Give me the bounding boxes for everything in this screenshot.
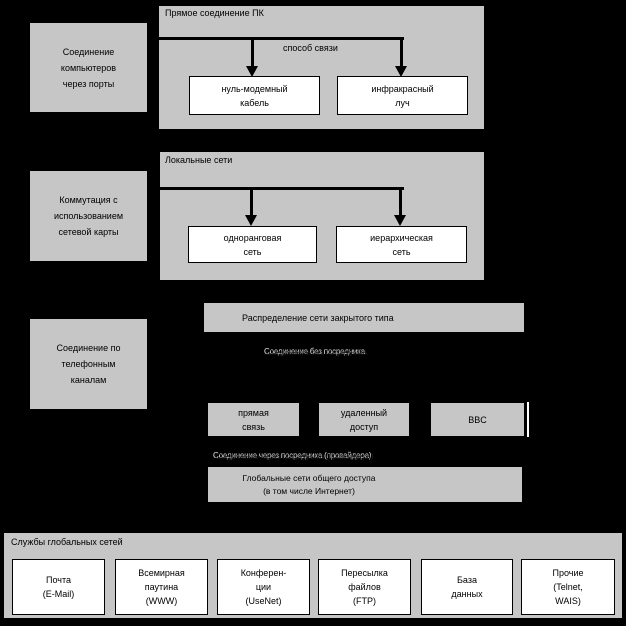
option-bbc: BBC xyxy=(430,402,525,437)
option-remote-access: удаленный доступ xyxy=(318,402,410,437)
arrow-down-icon xyxy=(246,66,258,77)
branch-drop-left xyxy=(251,37,254,66)
white-tick xyxy=(527,402,529,437)
arrow-down-icon xyxy=(245,215,257,226)
branch-line-lan xyxy=(148,187,404,190)
arrow-down-icon xyxy=(394,215,406,226)
service-email: Почта (E-Mail) xyxy=(12,559,105,615)
box-peer-network: одноранговая сеть xyxy=(188,226,317,263)
service-other: Прочие (Telnet, WAIS) xyxy=(521,559,615,615)
branch-line-direct xyxy=(148,37,404,40)
service-database: База данных xyxy=(421,559,513,615)
label-via-mediator-under: Соединение через посредника (провайдера) xyxy=(213,451,372,460)
box-hierarchical-network: иерархическая сеть xyxy=(336,226,467,263)
box-infrared-beam: инфракрасный луч xyxy=(337,76,468,115)
label-no-mediator-under: Соединение без посредника xyxy=(264,347,365,356)
branch-drop-right xyxy=(400,37,403,66)
panel-services-title: Службы глобальных сетей xyxy=(11,537,123,547)
left-box-network-card: Коммутация с использованием сетевой карт… xyxy=(29,170,148,262)
panel-global-services xyxy=(3,532,623,619)
service-usenet: Конферен- ции (UseNet) xyxy=(217,559,310,615)
branch-label: способ связи xyxy=(283,43,338,53)
service-ftp: Пересылка файлов (FTP) xyxy=(318,559,411,615)
label-via-mediator-over: Соединение через посредника (провайдера) xyxy=(215,452,374,461)
bar-closed-network: Распределение сети закрытого типа xyxy=(203,302,525,333)
service-www: Всемирная паутина (WWW) xyxy=(115,559,208,615)
arrow-down-icon xyxy=(395,66,407,77)
label-no-mediator-over: Соединение без посредника xyxy=(266,348,367,357)
branch-drop-right xyxy=(399,187,402,215)
panel-direct-title: Прямое соединение ПК xyxy=(165,8,264,18)
bar-global-networks: Глобальные сети общего доступа (в том чи… xyxy=(207,466,523,503)
panel-lan-title: Локальные сети xyxy=(165,155,233,165)
option-direct-link: прямая связь xyxy=(207,402,300,437)
left-box-ports: Соединение компьютеров через порты xyxy=(29,22,148,113)
box-null-modem-cable: нуль-модемный кабель xyxy=(189,76,320,115)
branch-drop-left xyxy=(250,187,253,215)
left-box-phone: Соединение по телефонным каналам xyxy=(29,318,148,410)
